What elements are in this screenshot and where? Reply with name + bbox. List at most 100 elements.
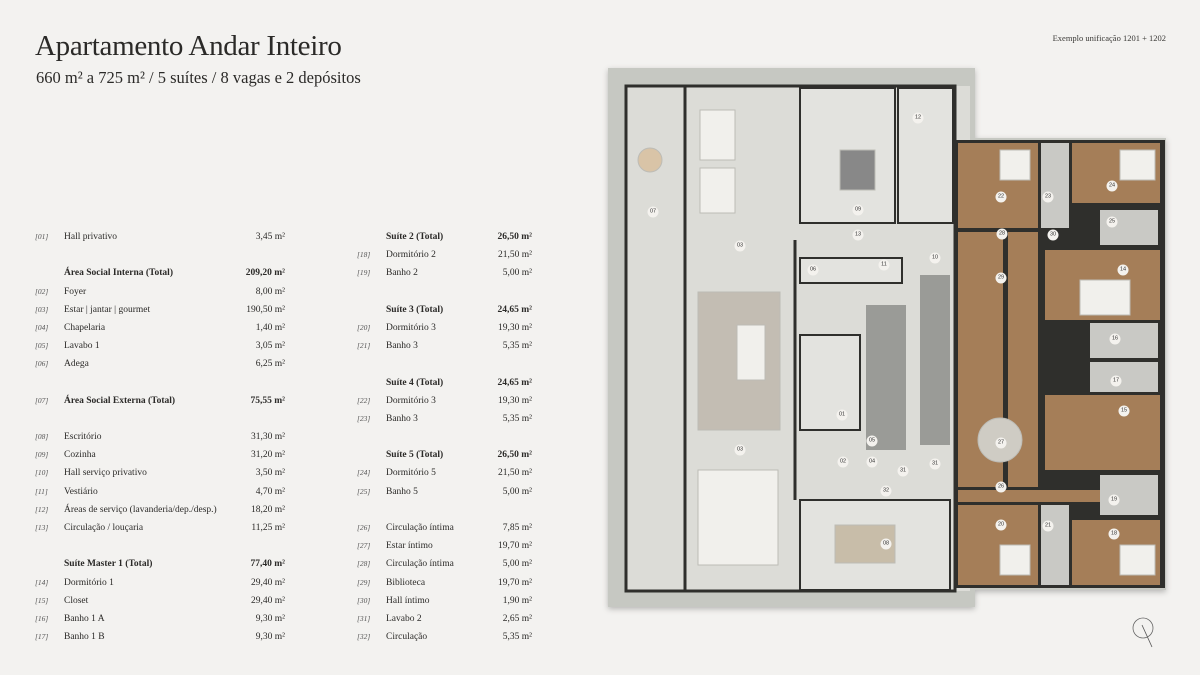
room-area: 19,70 m²	[498, 577, 532, 588]
room-number-label: 19	[1108, 494, 1120, 506]
room-name: Lavabo 2	[386, 613, 422, 624]
room-name: Suíte 5 (Total)	[386, 450, 444, 461]
room-code: [19]	[357, 268, 371, 278]
room-number-label: 13	[852, 229, 864, 241]
room-number-label: 14	[1117, 264, 1129, 276]
room-name: Closet	[64, 595, 89, 606]
room-number-label: 20	[995, 519, 1007, 531]
room-name: Circulação	[386, 632, 428, 643]
room-name: Hall privativo	[64, 232, 118, 242]
room-code: [31]	[357, 613, 371, 623]
core	[866, 275, 950, 450]
room-code: [02]	[35, 286, 49, 296]
room-area: 21,50 m²	[498, 468, 532, 479]
room-area: 190,50 m²	[246, 304, 285, 315]
room-area: 5,35 m²	[502, 341, 532, 352]
wet-rooms	[1041, 143, 1158, 585]
room-number-label: 12	[912, 112, 924, 124]
room-number-label: 31	[929, 458, 941, 470]
room-name: Biblioteca	[386, 577, 426, 588]
room-code: [12]	[35, 504, 49, 514]
room-code: [05]	[35, 341, 49, 351]
room-area: 26,50 m²	[497, 232, 532, 242]
room-area: 19,30 m²	[498, 322, 532, 333]
table-total-row: [07]Área Social Externa (Total)75,55 m²	[35, 394, 285, 412]
room-area: 1,40 m²	[255, 322, 285, 333]
room-number-label: 30	[1047, 229, 1059, 241]
room-code: [32]	[357, 632, 371, 642]
room-number-label: 07	[647, 206, 659, 218]
room-area: 24,65 m²	[497, 304, 532, 315]
table-total-row: Suíte 3 (Total) 24,65 m²	[357, 303, 532, 321]
room-area: 24,65 m²	[497, 377, 532, 388]
room-name: Cozinha	[64, 450, 96, 461]
room-code: [29]	[357, 577, 371, 587]
page-title: Apartamento Andar Inteiro	[35, 30, 342, 62]
room-name: Dormitório 3	[386, 395, 436, 406]
room-code: [04]	[35, 322, 49, 332]
room-number-label: 27	[995, 437, 1007, 449]
room-area: 26,50 m²	[497, 450, 532, 461]
room-area: 3,50 m²	[255, 468, 285, 479]
room-code: [27]	[357, 541, 371, 551]
room-area: 2,65 m²	[502, 613, 532, 624]
room-name: Banho 3	[386, 341, 418, 352]
room-number-label: 29	[995, 272, 1007, 284]
room-number-label: 22	[995, 191, 1007, 203]
room-number-label: 01	[836, 409, 848, 421]
room-area: 5,00 m²	[502, 486, 532, 497]
room-name: Chapelaria	[64, 322, 106, 333]
room-code: [13]	[35, 523, 49, 532]
room-name: Banho 5	[386, 486, 418, 497]
room-area: 29,40 m²	[251, 577, 285, 588]
room-code: [18]	[357, 250, 371, 260]
page-subtitle: 660 m² a 725 m² / 5 suítes / 8 vagas e 2…	[36, 68, 361, 87]
room-name: Suíte 4 (Total)	[386, 377, 444, 388]
example-note: Exemplo unificação 1201 + 1202	[1052, 33, 1166, 43]
table-row: [12]Áreas de serviço (lavanderia/dep./de…	[35, 503, 285, 521]
room-code: [10]	[35, 468, 49, 478]
room-area: 209,20 m²	[245, 268, 285, 279]
room-code: [26]	[357, 523, 371, 532]
table-total-row: Área Social Interna (Total)209,20 m²	[35, 266, 285, 284]
room-area: 8,00 m²	[255, 286, 285, 297]
table-row: [29] Biblioteca 19,70 m²	[357, 576, 532, 594]
room-code: [28]	[357, 559, 371, 569]
room-name: Estar | jantar | gourmet	[64, 304, 151, 315]
room-code: [14]	[35, 577, 49, 587]
table-total-row: Suíte 2 (Total)26,50 m²	[357, 230, 532, 248]
room-area: 1,90 m²	[502, 595, 532, 606]
room-area: 5,35 m²	[502, 632, 532, 643]
room-area: 19,70 m²	[498, 541, 532, 552]
room-code: [23]	[357, 413, 371, 423]
room-area: 5,00 m²	[502, 268, 532, 279]
room-name: Banho 1 A	[64, 613, 105, 624]
room-code: [17]	[35, 632, 49, 642]
room-code: [16]	[35, 613, 49, 623]
room-code: [11]	[35, 486, 48, 496]
room-number-label: 32	[880, 485, 892, 497]
room-name: Suíte 3 (Total)	[386, 304, 444, 315]
room-number-label: 15	[1118, 405, 1130, 417]
room-name: Suíte Master 1 (Total)	[64, 559, 153, 570]
room-number-label: 16	[1109, 333, 1121, 345]
room-area: 77,40 m²	[250, 559, 285, 570]
